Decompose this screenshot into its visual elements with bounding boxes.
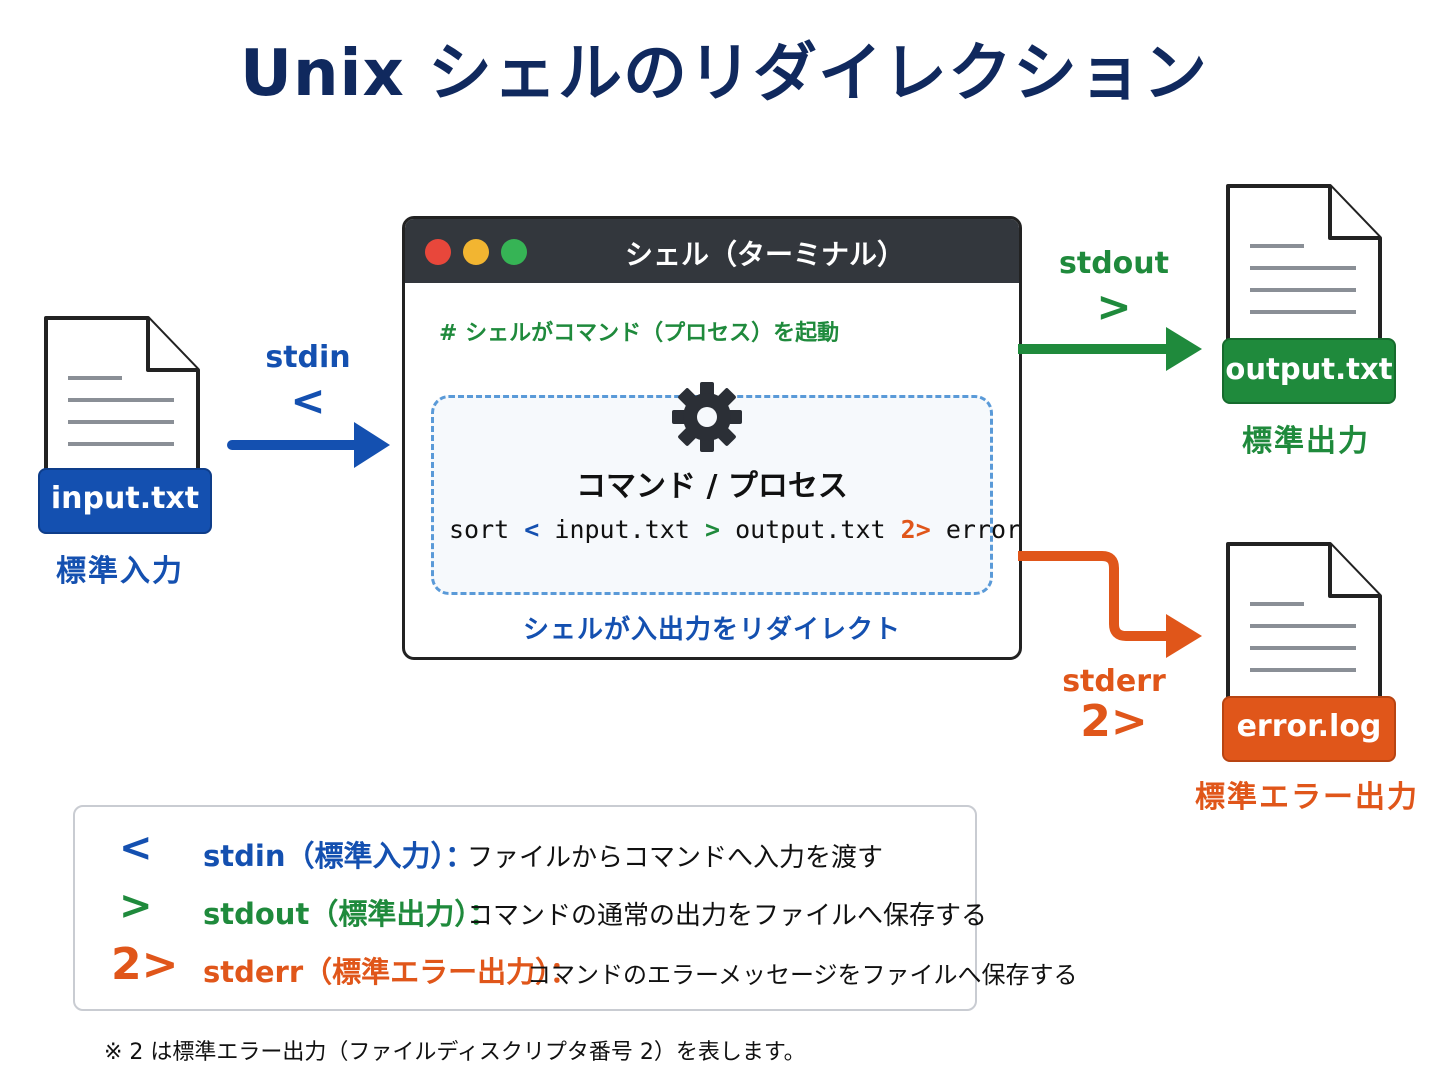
legend-row-stderr: 2> stderr（標準エラー出力）： コマンドのエラーメッセージをファイルへ保… [75, 939, 1078, 993]
command-file-in: input.txt [554, 515, 690, 544]
legend-symbol-stderr: 2> [111, 939, 179, 990]
stdout-arrow-icon [1018, 327, 1202, 371]
shell-comment: # シェルがコマンド（プロセス）を起動 [439, 321, 840, 346]
input-document-icon [44, 316, 200, 490]
window-title: シェル（ターミナル） [624, 238, 905, 271]
legend-row-stdout: > stdout（標準出力）： コマンドの通常の出力をファイルへ保存する [75, 883, 1075, 935]
command-name: sort [449, 515, 510, 544]
legend-symbol-stdin: < [119, 825, 153, 871]
footnote: ※ 2 は標準エラー出力（ファイルディスクリプタ番号 2）を表します。 [104, 1040, 806, 1065]
maximize-dot-icon[interactable] [501, 239, 527, 265]
stdout-label: stdout [1059, 246, 1169, 281]
legend-desc-stdout: コマンドの通常の出力をファイルへ保存する [467, 901, 988, 931]
stderr-label: stderr [1062, 664, 1166, 699]
minimize-dot-icon[interactable] [463, 239, 489, 265]
stdin-symbol: < [290, 376, 326, 425]
redirect-note: シェルが入出力をリダイレクト [522, 615, 901, 645]
command-op-in: < [524, 515, 540, 544]
error-file-caption: 標準エラー出力 [1195, 780, 1419, 815]
command-op-err: 2> [900, 515, 931, 544]
command-file-err: error.log [945, 515, 1022, 544]
legend-row-stdin: < stdin（標準入力）： ファイルからコマンドへ入力を渡す [75, 825, 1075, 877]
stdin-arrow-icon [227, 422, 390, 468]
stderr-arrow-icon [1018, 551, 1202, 658]
command-op-out: > [704, 515, 720, 544]
window-titlebar: シェル（ターミナル） [405, 219, 1019, 283]
error-file-label: error.log [1222, 696, 1396, 762]
process-title: コマンド / プロセス [576, 469, 848, 504]
shell-window: シェル（ターミナル） # シェルがコマンド（プロセス）を起動 コマンド / プロ… [402, 216, 1022, 660]
error-document-icon [1226, 542, 1382, 716]
output-file-label: output.txt [1222, 338, 1396, 404]
legend-name-stdout: stdout（標準出力）： [203, 897, 498, 931]
stdin-label: stdin [265, 340, 351, 375]
output-file-caption: 標準出力 [1242, 424, 1370, 459]
output-document-icon [1226, 184, 1382, 358]
legend-symbol-stdout: > [119, 883, 153, 929]
legend-box: < stdin（標準入力）： ファイルからコマンドへ入力を渡す > stdout… [73, 805, 1078, 1011]
close-dot-icon[interactable] [425, 239, 451, 265]
command-line: sort < input.txt > output.txt 2> error.l… [449, 515, 1022, 544]
stdout-symbol: > [1096, 282, 1132, 331]
legend-name-stderr: stderr（標準エラー出力）： [203, 955, 579, 989]
command-file-out: output.txt [735, 515, 886, 544]
input-file-caption: 標準入力 [56, 554, 184, 589]
legend-name-stdin: stdin（標準入力）： [203, 839, 474, 873]
legend-desc-stdin: ファイルからコマンドへ入力を渡す [467, 843, 884, 873]
input-file-label: input.txt [38, 468, 212, 534]
gear-icon [672, 382, 742, 452]
legend-desc-stderr: コマンドのエラーメッセージをファイルへ保存する [527, 961, 1078, 989]
stderr-symbol: 2> [1080, 696, 1148, 747]
page-title: Unix シェルのリダイレクション [239, 37, 1209, 111]
